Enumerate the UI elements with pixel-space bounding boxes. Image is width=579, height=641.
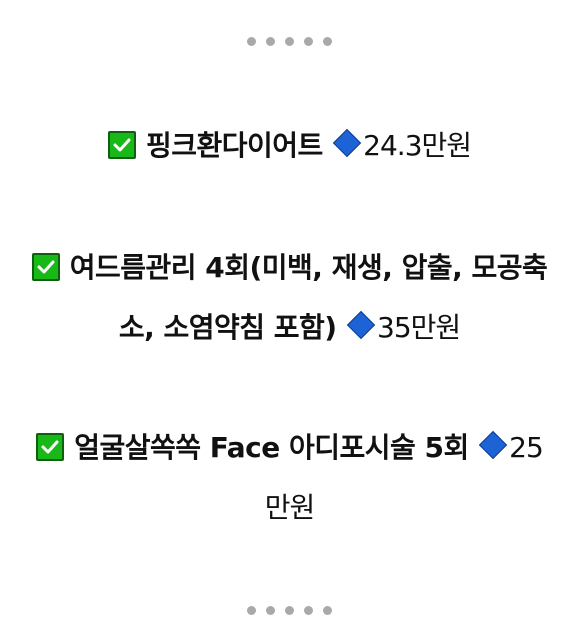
- diamond-icon: [333, 128, 362, 158]
- price-list-item: 핑크환다이어트 24.3만원: [30, 116, 549, 176]
- item-price: 25만원: [264, 431, 544, 524]
- item-title: 핑크환다이어트: [145, 129, 323, 162]
- divider-dot: [285, 606, 294, 615]
- diamond-icon: [479, 430, 508, 460]
- divider-dot: [247, 606, 256, 615]
- divider-dot: [323, 37, 332, 46]
- item-title: 여드름관리 4회(미백, 재생, 압출, 모공축소, 소염약침 포함): [69, 251, 548, 344]
- check-box-icon: [36, 433, 65, 461]
- bottom-dot-divider: [0, 606, 579, 615]
- divider-dot: [285, 37, 294, 46]
- price-list-item: 얼굴살쏙쏙 Face 아디포시술 5회 25만원: [30, 418, 549, 538]
- item-price: 35만원: [377, 311, 461, 344]
- divider-dot: [304, 606, 313, 615]
- divider-dot: [266, 606, 275, 615]
- divider-dot: [304, 37, 313, 46]
- divider-dot: [247, 37, 256, 46]
- check-box-icon: [107, 131, 136, 159]
- divider-dot: [323, 606, 332, 615]
- top-dot-divider: [0, 37, 579, 46]
- item-title: 얼굴살쏙쏙 Face 아디포시술 5회: [74, 431, 469, 464]
- diamond-icon: [346, 310, 376, 340]
- check-box-icon: [31, 253, 60, 281]
- price-list-item: 여드름관리 4회(미백, 재생, 압출, 모공축소, 소염약침 포함) 35만원: [30, 238, 549, 358]
- divider-dot: [266, 37, 275, 46]
- item-price: 24.3만원: [363, 129, 472, 162]
